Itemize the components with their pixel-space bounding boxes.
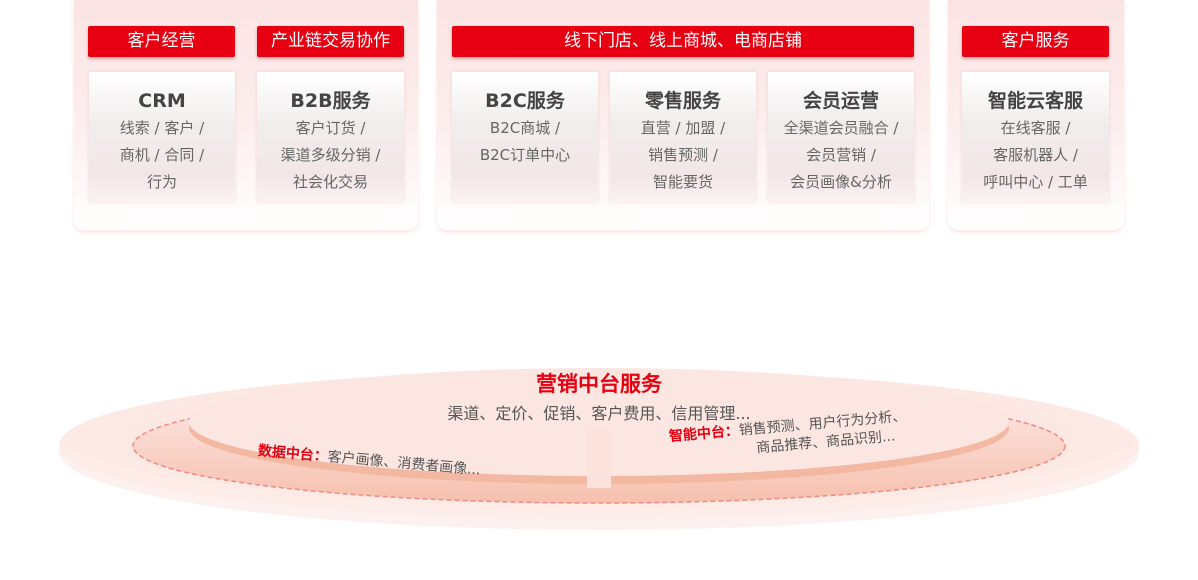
header-supply-chain: 产业链交易协作 [257,26,404,57]
card-line: 全渠道会员融合 / [783,119,899,137]
card-line: 线索 / 客户 / [119,119,205,137]
card-b2b: B2B服务 客户订货 / 渠道多级分销 / 社会化交易 [257,72,404,202]
card-b2c: B2C服务 B2C商城 / B2C订单中心 [452,72,598,202]
card-title: 智能云客服 [987,90,1083,112]
card-title: 会员运营 [802,90,879,112]
card-line: 销售预测 / [648,146,718,164]
card-line: 会员营销 / [806,146,876,164]
platform-subtitle: 渠道、定价、促销、客户费用、信用管理... [447,404,751,423]
double-arrow-icon [258,255,292,345]
header-customer-service: 客户服务 [962,26,1109,57]
card-line: 渠道多级分销 / [280,146,381,164]
card-line: 智能要货 [652,173,713,191]
card-line: B2C订单中心 [479,146,571,164]
platform-title: 营销中台服务 [536,372,662,396]
card-line: 行为 [146,173,177,191]
card-title: 零售服务 [644,90,721,112]
card-title: B2B服务 [290,90,371,112]
double-arrow-icon [794,255,828,345]
card-line: 直营 / 加盟 / [640,119,726,137]
card-line: 客户订货 / [295,119,366,137]
card-crm: CRM 线索 / 客户 / 商机 / 合同 / 行为 [89,72,235,202]
double-arrow-icon [370,255,404,345]
card-title: CRM [138,90,186,112]
card-line: B2C商城 / [489,119,561,137]
card-membership: 会员运营 全渠道会员融合 / 会员营销 / 会员画像&分析 [768,72,914,202]
card-line: 呼叫中心 / 工单 [983,173,1088,191]
double-arrow-icon [906,255,940,345]
card-line: 商机 / 合同 / [119,146,205,164]
card-smart-service: 智能云客服 在线客服 / 客服机器人 / 呼叫中心 / 工单 [962,72,1109,202]
header-customer-operation: 客户经营 [88,26,235,57]
header-retail: 线下门店、线上商城、电商店铺 [452,26,914,57]
card-title: B2C服务 [485,90,565,112]
card-line: 在线客服 / [1000,119,1071,137]
card-line: 会员画像&分析 [790,173,892,191]
platform-disc [59,368,1139,530]
card-line: 社会化交易 [292,173,368,191]
ai-platform-label: 智能中台： [668,422,740,446]
card-line: 客服机器人 / [993,146,1078,164]
card-retail-service: 零售服务 直营 / 加盟 / 销售预测 / 智能要货 [610,72,756,202]
